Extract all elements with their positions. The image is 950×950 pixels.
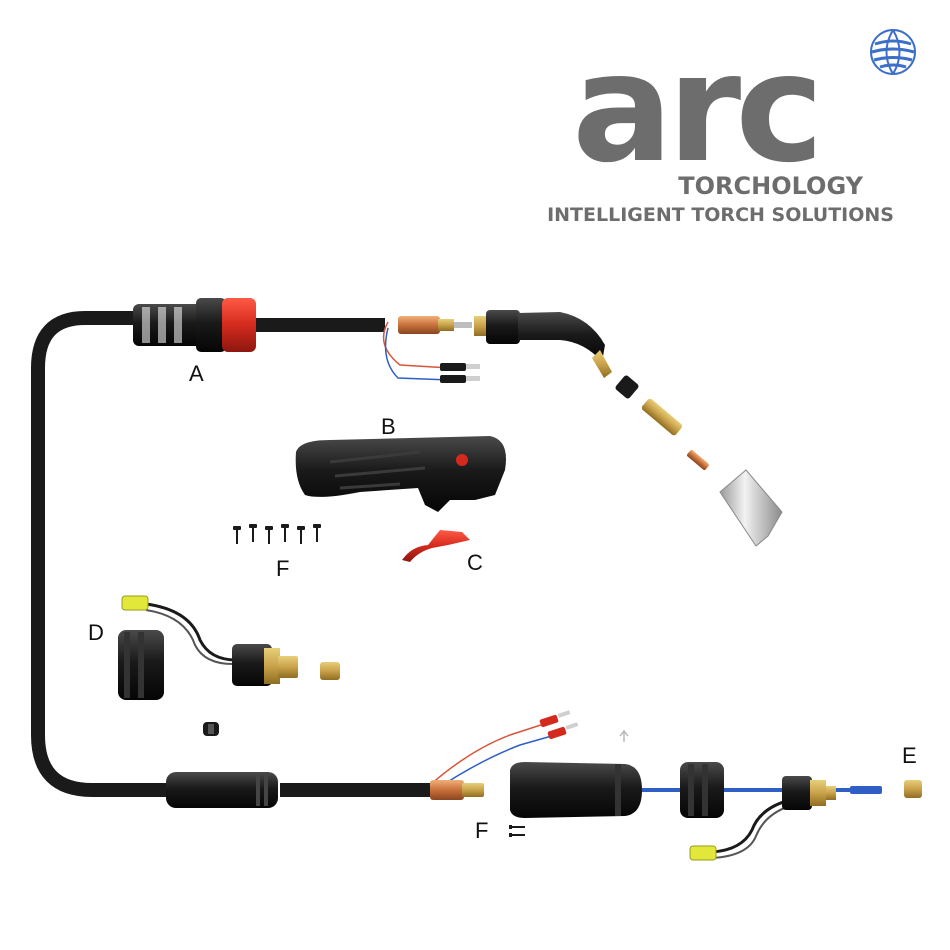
top-copper-connector <box>398 316 472 334</box>
part-f-screws-top <box>233 524 321 544</box>
label-a: A <box>189 361 204 386</box>
brand-logo: arc TORCHOLOGY INTELLIGENT TORCH SOLUTIO… <box>547 22 916 226</box>
label-e: E <box>902 743 917 768</box>
part-f-screws-bottom <box>509 825 525 837</box>
top-control-wires <box>382 321 480 383</box>
part-a-strain-relief <box>133 298 256 352</box>
globe-icon <box>870 29 916 75</box>
part-e-liner-nut <box>904 780 922 798</box>
label-f-bottom: F <box>475 818 488 843</box>
label-f-top: F <box>276 556 289 581</box>
label-d: D <box>88 620 104 645</box>
rear-euro-connector <box>689 776 882 861</box>
torch-cable <box>31 311 177 797</box>
gas-diffuser-insulator <box>615 375 639 399</box>
bottom-copper-connector <box>430 780 484 800</box>
logo-subtitle: TORCHOLOGY <box>678 172 863 200</box>
logo-word: arc <box>572 22 818 196</box>
grommet <box>203 722 219 736</box>
tip-holder <box>641 398 683 436</box>
label-b: B <box>381 414 396 439</box>
part-d-connector-assembly <box>118 595 340 700</box>
contact-tip <box>687 450 709 470</box>
swan-neck <box>474 310 612 378</box>
label-c: C <box>467 550 483 575</box>
arrow-mark <box>619 729 629 742</box>
rear-cable-handle <box>166 772 278 808</box>
part-b-handle <box>295 436 506 512</box>
rear-nut <box>680 762 724 818</box>
logo-tagline: INTELLIGENT TORCH SOLUTIONS <box>547 204 894 226</box>
rear-handle-cover <box>510 762 642 818</box>
part-c-trigger <box>402 530 470 562</box>
gas-nozzle <box>719 469 783 547</box>
